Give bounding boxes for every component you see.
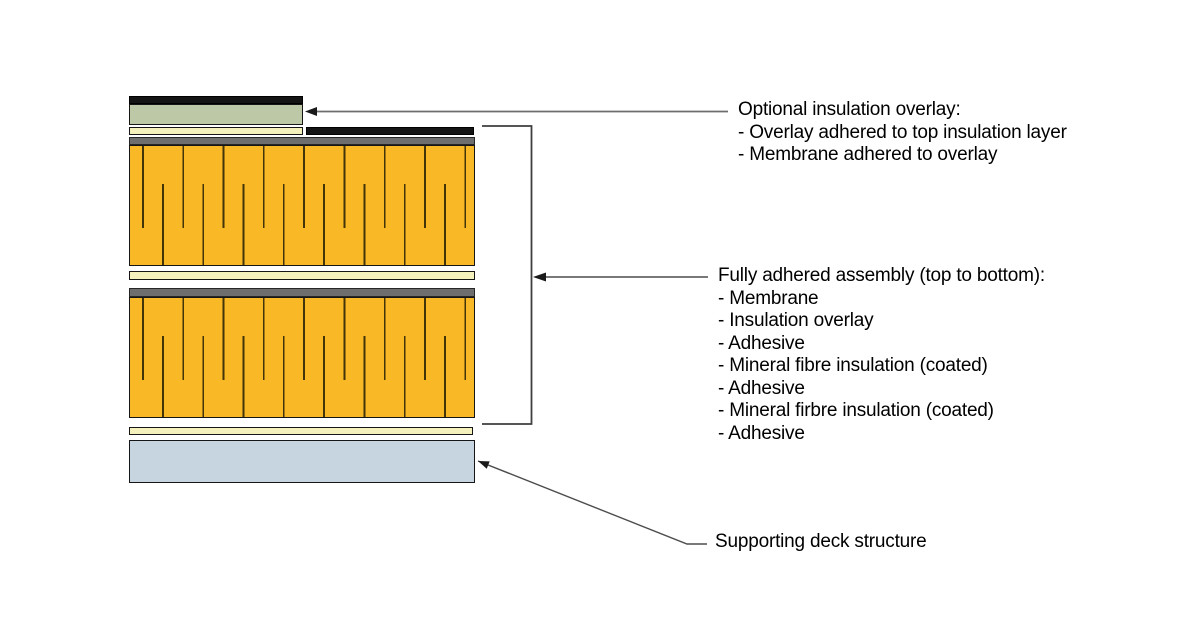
supporting-deck-layer bbox=[129, 440, 475, 483]
mineral-fibre-insulation-lower-layer bbox=[129, 297, 475, 418]
coating-facing-lower-layer bbox=[129, 288, 475, 297]
annotation-item: - Membrane bbox=[718, 287, 819, 309]
annotation-item: - Adhesive bbox=[718, 377, 805, 399]
insulation-joint-lines bbox=[162, 184, 473, 265]
mineral-fibre-insulation-upper-layer bbox=[129, 145, 475, 266]
annotation-item: - Mineral firbre insulation (coated) bbox=[718, 400, 994, 421]
annotation-item: - Membrane adhered to overlay bbox=[738, 144, 998, 165]
annotation-item: - Adhesive bbox=[718, 422, 805, 444]
deck-annotation: Supporting deck structure bbox=[715, 531, 927, 554]
insulation-overlay-layer bbox=[129, 104, 303, 125]
annotation-title: Optional insulation overlay: bbox=[738, 99, 961, 120]
coating-facing-upper-layer bbox=[129, 137, 475, 145]
membrane-over-overlay-layer bbox=[129, 96, 303, 104]
adhesive-bottom-layer bbox=[129, 427, 473, 435]
annotation-item: - Mineral fibre insulation (coated) bbox=[718, 355, 988, 376]
annotation-item: - Adhesive bbox=[718, 332, 805, 354]
adhesive-mid-layer bbox=[129, 271, 475, 280]
deck-arrowhead-icon bbox=[478, 461, 490, 469]
annotation-item: - Overlay adhered to top insulation laye… bbox=[738, 121, 1067, 143]
assembly-arrowhead-icon bbox=[533, 272, 546, 282]
annotation-item: - Insulation overlay bbox=[718, 310, 874, 331]
optional-overlay-annotation: Optional insulation overlay: - Overlay a… bbox=[738, 99, 1067, 167]
adhesive-under-overlay-layer bbox=[129, 127, 303, 135]
annotation-title: Fully adhered assembly (top to bottom): bbox=[718, 265, 1045, 286]
assembly-bracket bbox=[482, 125, 533, 425]
annotation-title: Supporting deck structure bbox=[715, 531, 927, 552]
membrane-layer bbox=[306, 127, 474, 135]
deck-leader-line bbox=[477, 460, 707, 545]
insulation-joint-lines bbox=[162, 336, 473, 417]
assembly-annotation: Fully adhered assembly (top to bottom): … bbox=[718, 265, 1045, 445]
overlay-arrowhead-icon bbox=[305, 107, 317, 116]
